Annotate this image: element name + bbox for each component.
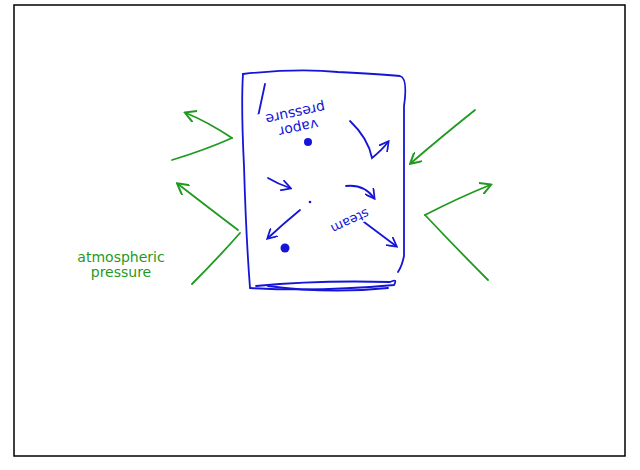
slide-frame xyxy=(14,5,625,456)
vapor-pressure-label: vapor pressure xyxy=(250,97,344,144)
steam-label: steam xyxy=(320,202,380,240)
pressure-arrows xyxy=(172,110,490,284)
atmospheric-pressure-label: atmospheric pressure xyxy=(56,250,186,279)
steam-cylinder: vapor pressure steam xyxy=(238,66,412,300)
